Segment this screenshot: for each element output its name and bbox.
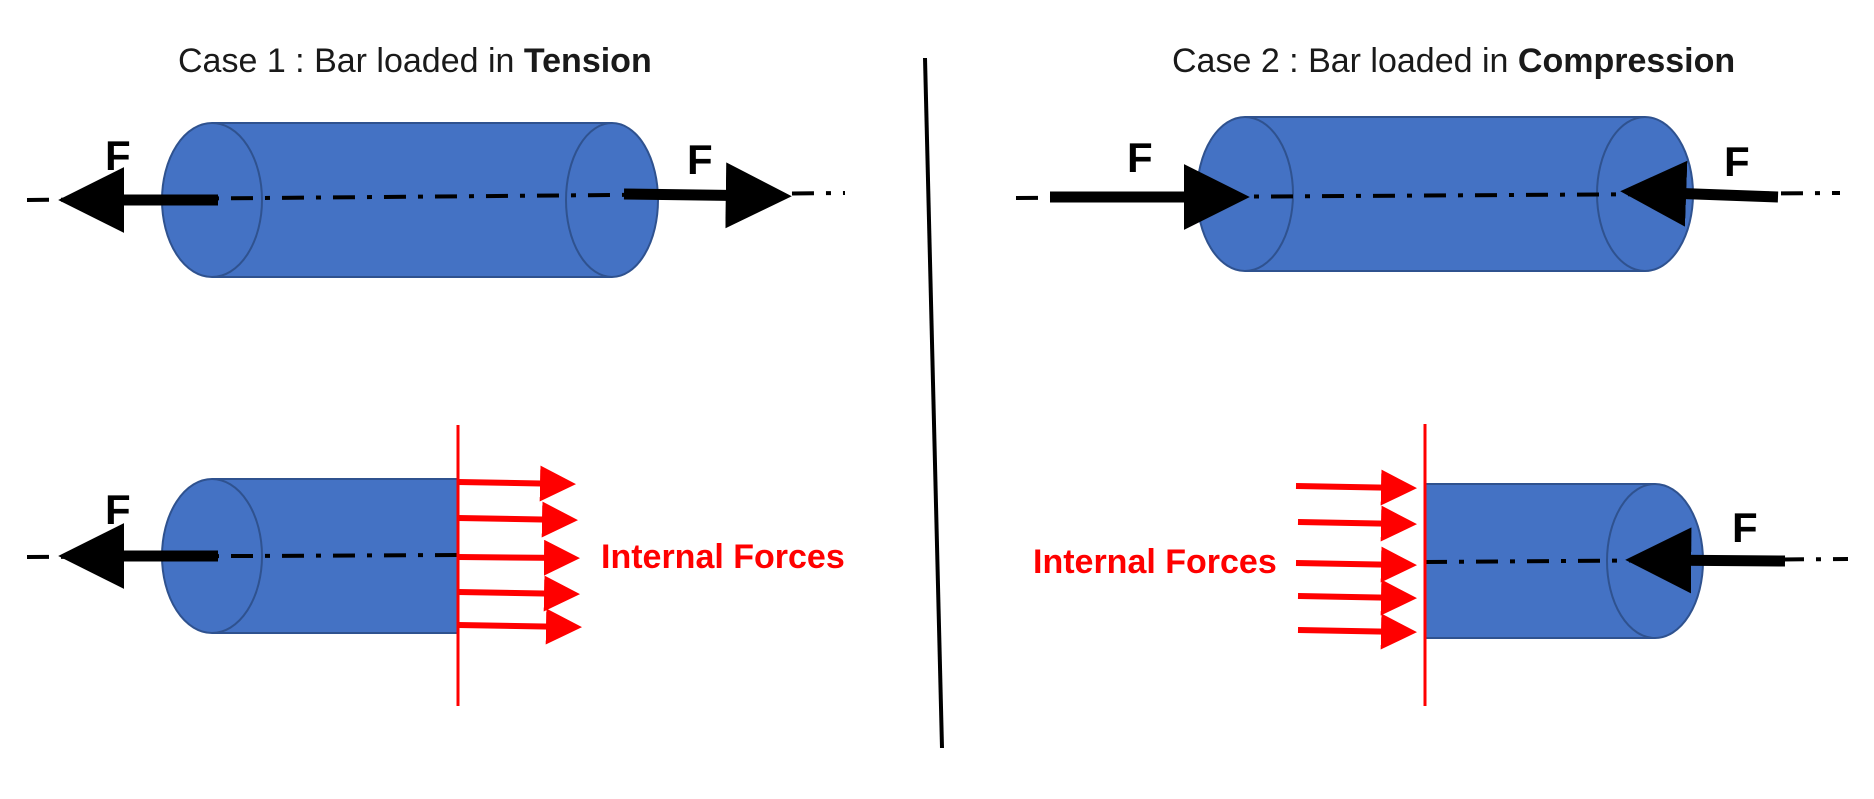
internal-force-arrow [1297, 613, 1417, 650]
case2-full-bar-left-cap [1244, 116, 1294, 272]
internal-force-arrow [457, 575, 580, 612]
case1-full-bar-right-cap [565, 122, 613, 278]
case2-section-bar-right-cap [1606, 483, 1656, 639]
case1-title-emphasis: Tension [524, 42, 652, 80]
case2-title-emphasis: Compression [1518, 42, 1735, 80]
case2-section-force-arrow [1625, 527, 1786, 594]
internal-force-arrow [1297, 505, 1417, 542]
internal-force-arrow [457, 608, 582, 645]
case2-right-force-label: F [1724, 138, 1750, 185]
case1-right-force-arrow [623, 162, 792, 229]
case2-right-force-arrow [1620, 160, 1779, 227]
case2-section-force-label: F [1732, 504, 1758, 551]
case1-left-force-label: F [105, 132, 131, 179]
internal-force-arrow [457, 501, 578, 538]
case1-section-bar [161, 478, 459, 634]
case1-section-bar-body [161, 478, 459, 634]
case1-full-bar [161, 122, 659, 278]
case1-title: Case 1 : Bar loaded in Tension [178, 42, 652, 80]
case1-panel: Case 1 : Bar loaded in Tension F F F Int… [26, 42, 846, 706]
case2-left-force-label: F [1127, 134, 1153, 181]
internal-force-arrow [1295, 469, 1417, 506]
case1-right-force-label: F [687, 136, 713, 183]
case1-internal-force-arrows [457, 465, 582, 645]
case1-full-bar-left-cap [211, 122, 263, 278]
internal-force-arrow [457, 539, 580, 576]
panel-divider [923, 57, 944, 749]
case2-internal-forces-label: Internal Forces [1033, 543, 1277, 581]
case2-title-prefix: Case 2 : Bar loaded in [1172, 42, 1518, 80]
case1-section-force-label: F [105, 486, 131, 533]
case1-section-bar-left-cap [211, 478, 263, 634]
internal-force-arrow [457, 465, 576, 502]
case1-title-prefix: Case 1 : Bar loaded in [178, 42, 524, 80]
internal-force-arrow [1297, 579, 1417, 616]
case2-title: Case 2 : Bar loaded in Compression [1172, 42, 1735, 80]
internal-force-arrow [1295, 546, 1417, 583]
case2-panel: Case 2 : Bar loaded in Compression F F F [1015, 42, 1849, 706]
case1-internal-forces-label: Internal Forces [601, 538, 845, 576]
case2-internal-force-arrows [1295, 469, 1417, 650]
